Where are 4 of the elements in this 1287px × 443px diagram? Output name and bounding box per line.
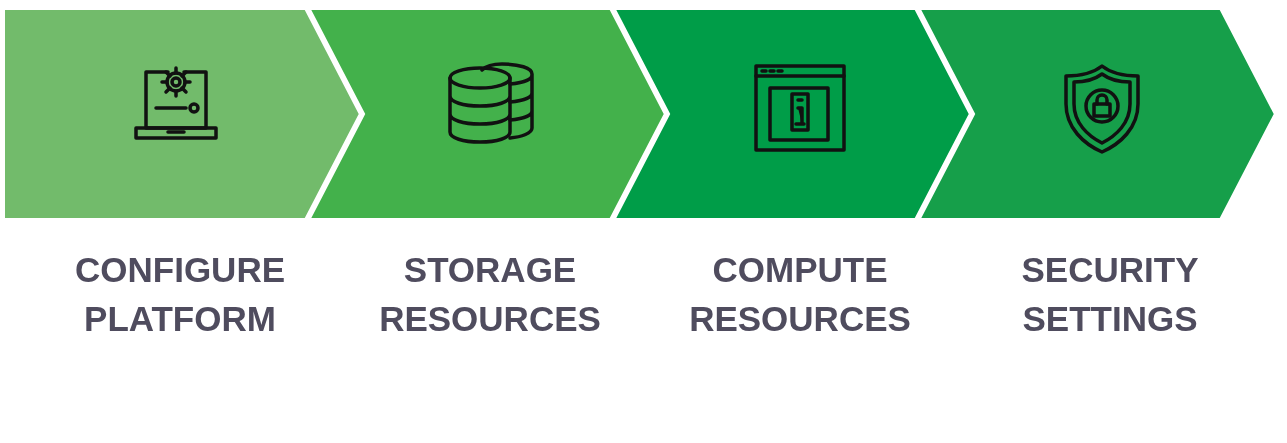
step-label: SECURITY SETTINGS [1020, 249, 1200, 340]
step-label: COMPUTE RESOURCES [688, 249, 912, 340]
step-label: STORAGE RESOURCES [378, 249, 602, 340]
step-label: CONFIGURE PLATFORM [74, 249, 286, 340]
